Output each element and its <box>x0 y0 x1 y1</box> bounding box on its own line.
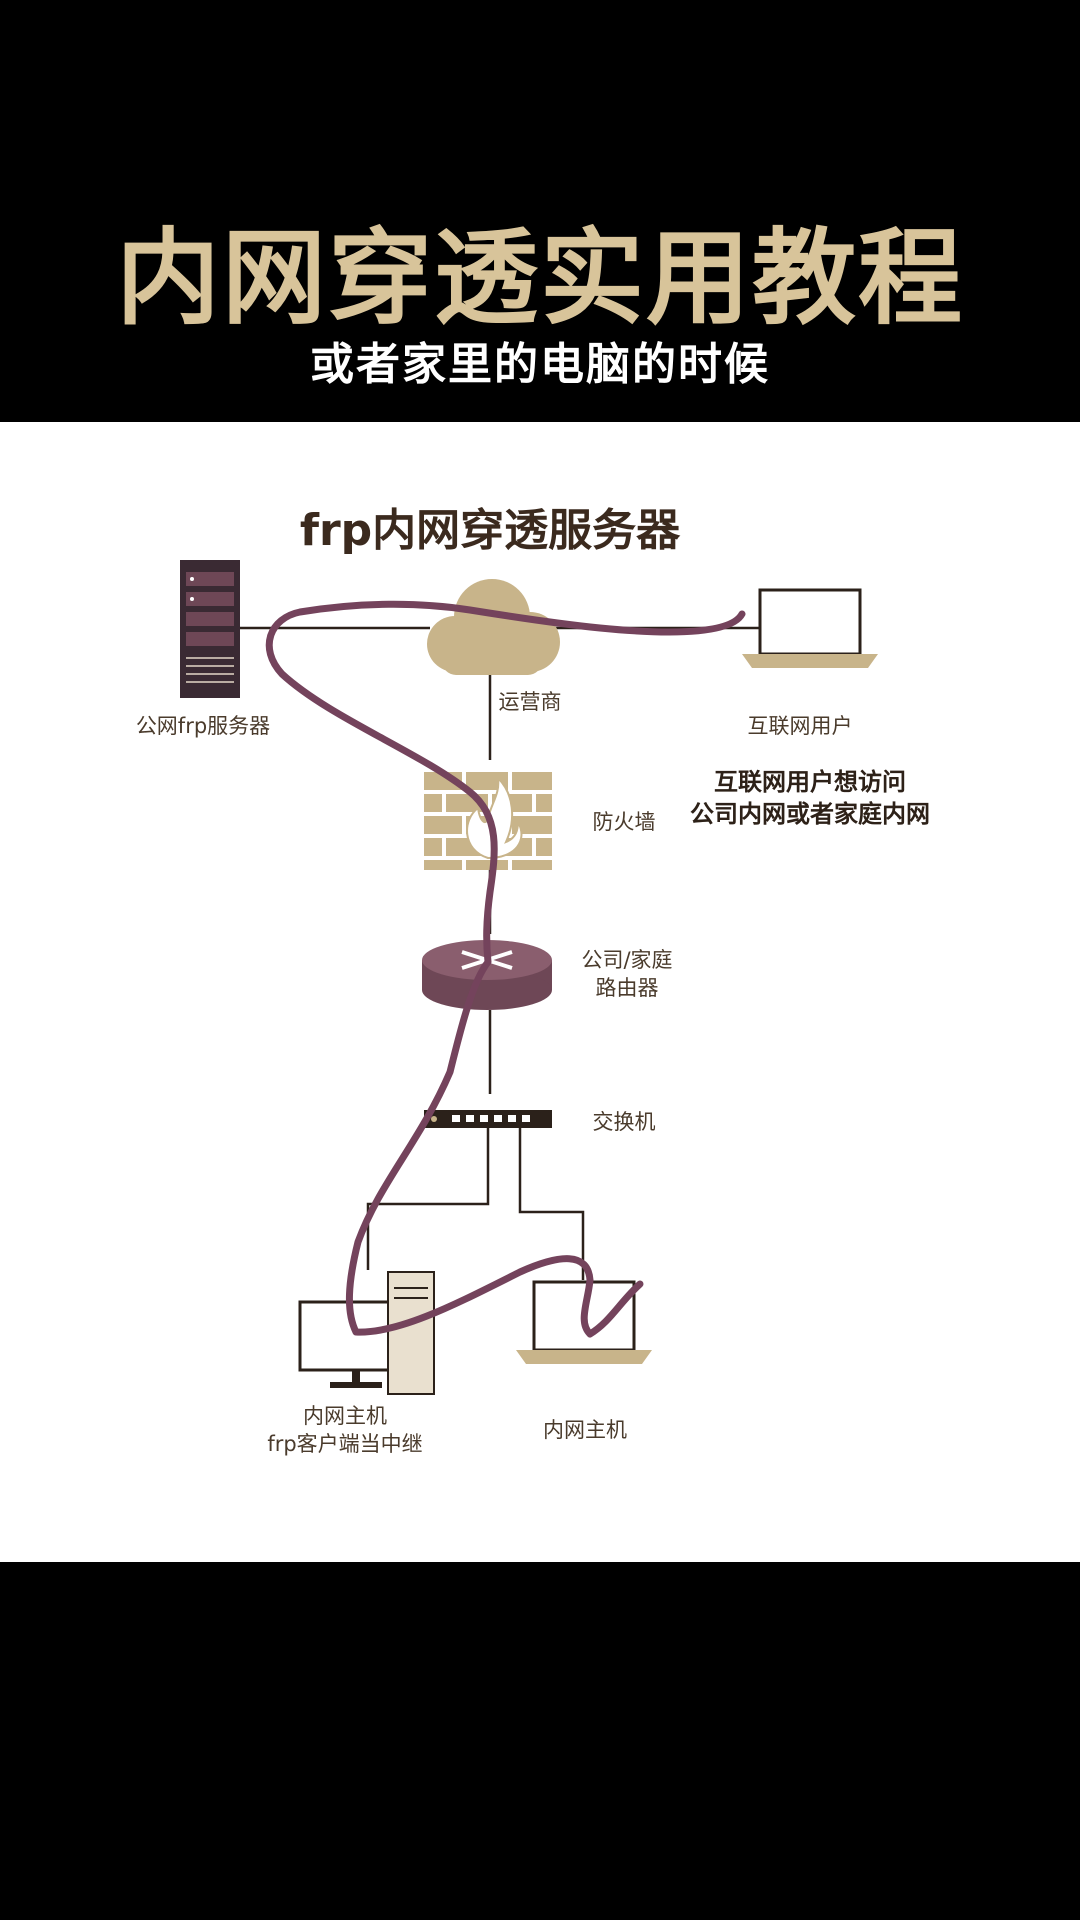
note-line1: 互联网用户想访问 <box>714 768 906 796</box>
desktop-pc-icon <box>298 1271 435 1395</box>
page-subtitle: 或者家里的电脑的时候 <box>310 339 770 390</box>
network-diagram <box>180 560 878 1395</box>
cloud-icon <box>427 579 560 675</box>
footer-band <box>0 1562 1080 1920</box>
label-router-line2: 路由器 <box>595 976 659 1000</box>
header-band: 内网穿透实用教程 或者家里的电脑的时候 <box>0 0 1080 422</box>
diagram-panel: frp内网穿透服务器 公网frp服务器 运营商 互联网用户 防火墙 公司/家庭 … <box>0 422 1080 1562</box>
label-relay-host: 内网主机 frp客户端当中继 <box>250 1402 440 1458</box>
server-icon <box>180 560 240 698</box>
label-relay-host-line1: 内网主机 <box>303 1404 387 1428</box>
page-title: 内网穿透实用教程 <box>115 217 964 339</box>
label-relay-host-line2: frp客户端当中继 <box>267 1432 423 1456</box>
label-internet-user: 互联网用户 <box>747 714 853 738</box>
annotation-note: 互联网用户想访问 公司内网或者家庭内网 <box>640 766 980 830</box>
label-router-line1: 公司/家庭 <box>581 948 673 972</box>
switch-icon <box>424 1110 552 1128</box>
internet-user-laptop-icon <box>742 588 878 668</box>
label-cloud: 运营商 <box>498 690 562 714</box>
annotation-path <box>265 600 746 1338</box>
label-switch: 交换机 <box>592 1110 656 1134</box>
diagram-title: frp内网穿透服务器 <box>299 505 681 556</box>
line-switch-pc <box>366 1114 490 1270</box>
label-host: 内网主机 <box>543 1418 627 1442</box>
label-firewall: 防火墙 <box>592 810 656 834</box>
label-router: 公司/家庭 路由器 <box>572 946 682 1002</box>
firewall-icon <box>424 772 552 870</box>
note-line2: 公司内网或者家庭内网 <box>690 800 930 828</box>
label-server: 公网frp服务器 <box>135 714 271 738</box>
line-switch-laptop <box>518 1114 585 1280</box>
